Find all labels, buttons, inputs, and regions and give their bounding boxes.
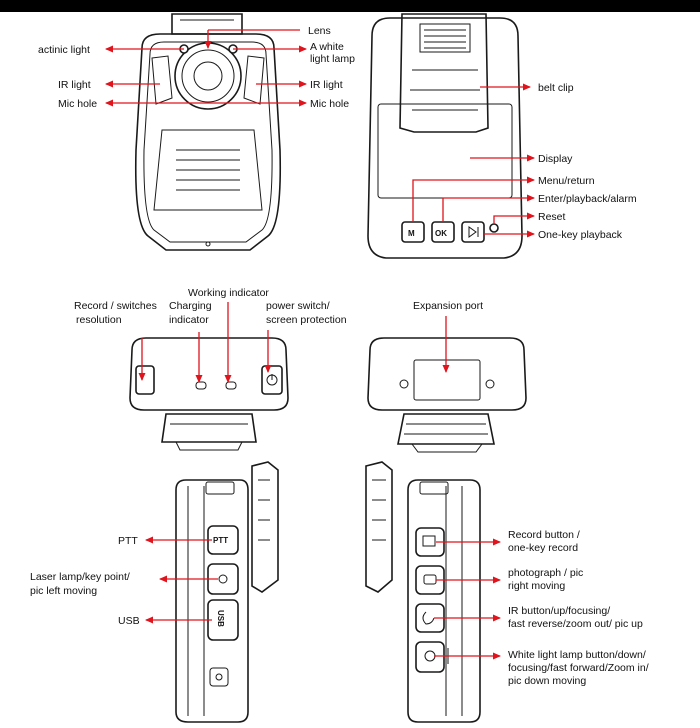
label-mic-hole-left: Mic hole (58, 98, 97, 110)
label-laser-lamp-1: Laser lamp/key point/ (30, 571, 130, 583)
label-record-button-2: one-key record (508, 542, 578, 554)
label-working-indicator: Working indicator (188, 287, 269, 299)
label-lens: Lens (308, 25, 331, 37)
label-ir-light-right: IR light (310, 79, 343, 91)
right-side-view (365, 461, 481, 723)
front-view (134, 13, 282, 251)
label-mic-hole-right: Mic hole (310, 98, 349, 110)
label-ptt: PTT (118, 535, 138, 547)
label-photograph-2: right moving (508, 580, 565, 592)
menu-return-arrow (412, 176, 535, 222)
label-white-light-button-1: White light lamp button/down/ (508, 649, 646, 661)
ok-button-glyph: OK (435, 229, 447, 238)
menu-button-glyph: M (408, 229, 415, 238)
top-black-bar (0, 0, 700, 12)
label-reset: Reset (538, 211, 566, 223)
label-actinic-light: actinic light (38, 44, 90, 56)
bottom-view (367, 337, 527, 453)
label-belt-clip: belt clip (538, 82, 574, 94)
label-ir-button-2: fast reverse/zoom out/ pic up (508, 618, 643, 630)
label-one-key-playback: One-key playback (538, 229, 623, 241)
label-white-light-2: light lamp (310, 53, 355, 65)
label-ir-light-left: IR light (58, 79, 91, 91)
label-expansion-port: Expansion port (413, 300, 483, 312)
label-charging-1: Charging (169, 300, 212, 312)
left-side-view (175, 461, 279, 723)
label-white-light-button-3: pic down moving (508, 675, 586, 687)
reset-arrow (493, 212, 535, 224)
label-enter-playback: Enter/playback/alarm (538, 193, 637, 205)
label-ir-button-1: IR button/up/focusing/ (508, 605, 610, 617)
top-view (129, 337, 289, 451)
label-power-switch-2: screen protection (266, 314, 347, 326)
enter-playback-arrow (442, 194, 535, 222)
label-display: Display (538, 153, 573, 165)
ptt-button-glyph: PTT (213, 536, 228, 545)
label-record-switch-2: resolution (76, 314, 122, 326)
usb-glyph: USB (216, 610, 225, 627)
label-white-light-1: A white (310, 41, 344, 53)
label-laser-lamp-2: pic left moving (30, 585, 97, 597)
label-usb: USB (118, 615, 140, 627)
back-view (367, 13, 523, 259)
label-menu-return: Menu/return (538, 175, 595, 187)
label-charging-2: indicator (169, 314, 209, 326)
label-record-button-1: Record button / (508, 529, 580, 541)
label-power-switch-1: power switch/ (266, 300, 330, 312)
label-photograph-1: photograph / pic (508, 567, 583, 579)
label-record-switch-1: Record / switches (74, 300, 157, 312)
label-white-light-button-2: focusing/fast forward/Zoom in/ (508, 662, 649, 674)
